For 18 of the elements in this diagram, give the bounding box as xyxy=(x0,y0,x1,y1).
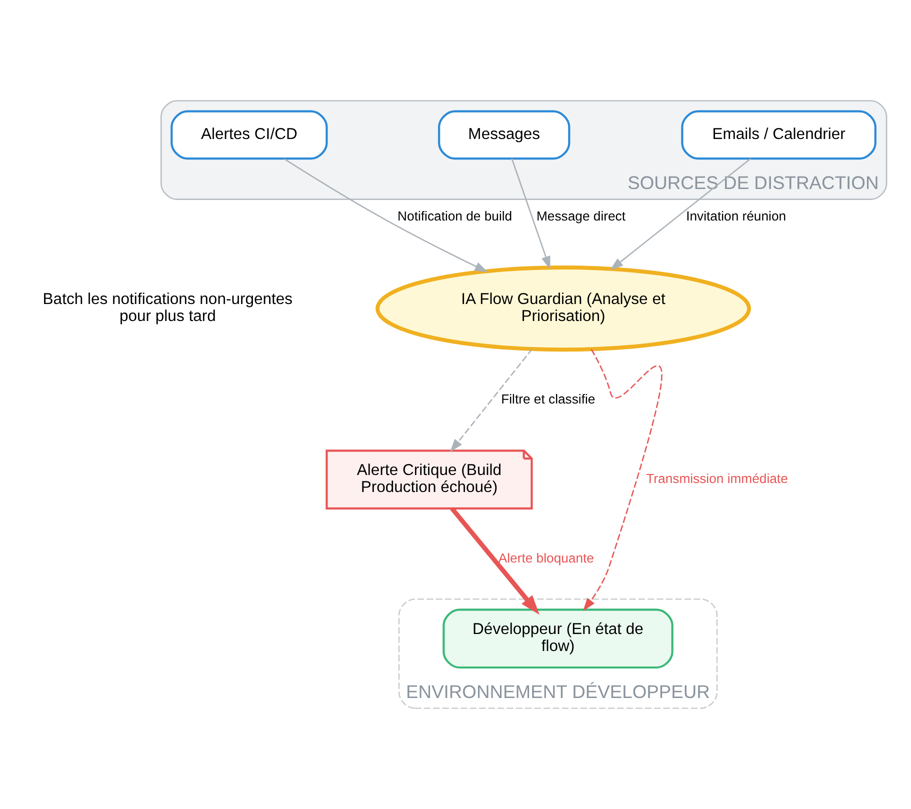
label: Batch les notifications non-urgentes pour plus tard xyxy=(42,291,293,326)
edge-label: Message direct xyxy=(536,208,626,224)
node-box: Développeur (En état de flow) xyxy=(442,608,674,669)
arrow xyxy=(511,158,550,270)
arrow xyxy=(582,349,662,612)
arrow xyxy=(450,348,533,452)
arrow xyxy=(284,158,488,272)
edge-label: Notification de build xyxy=(398,208,512,224)
node-box: Emails / Calendrier xyxy=(681,110,876,160)
node-box: Messages xyxy=(438,110,570,160)
arrow xyxy=(450,507,540,615)
edge-label: Invitation réunion xyxy=(686,208,786,224)
node-box: Alertes CI/CD xyxy=(170,110,328,160)
edge-label: Transmission immédiate xyxy=(646,470,788,486)
node-ellipse: IA Flow Guardian (Analyse et Priorisation) xyxy=(376,266,751,352)
edge-label: Alerte bloquante xyxy=(498,550,594,566)
arrow xyxy=(610,158,752,270)
edge-label: Filtre et classifie xyxy=(501,391,596,406)
